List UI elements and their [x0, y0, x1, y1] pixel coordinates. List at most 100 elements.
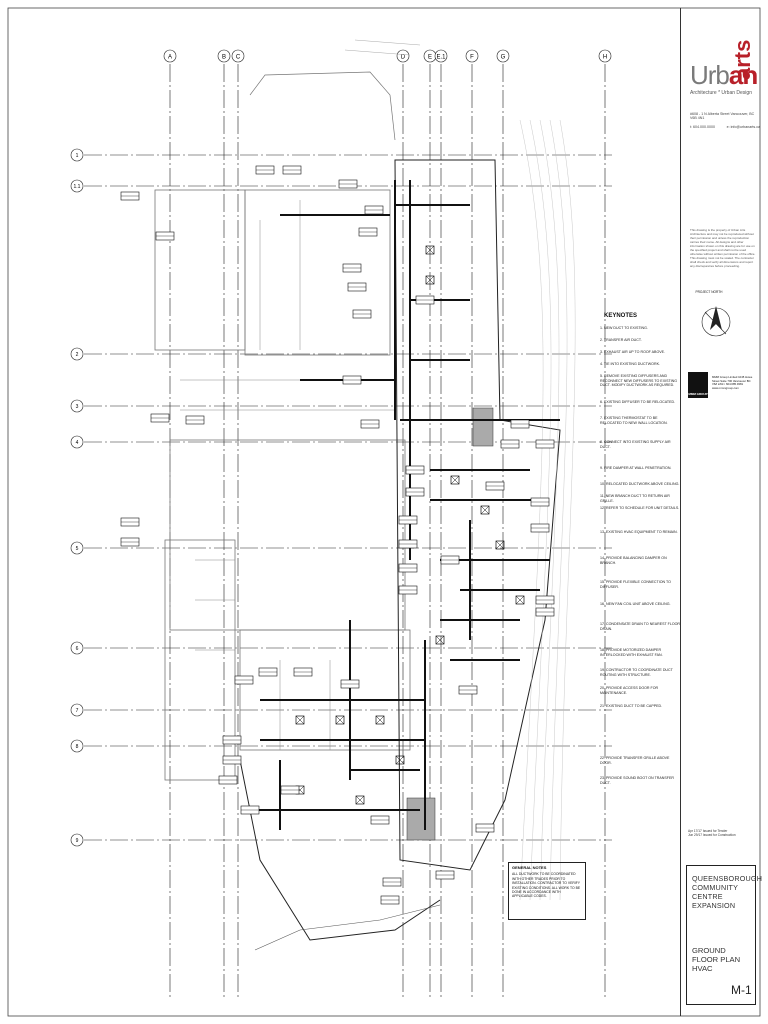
- sheet-title: GROUND FLOOR PLAN HVAC: [692, 946, 740, 973]
- east-addition-outline: [394, 159, 561, 871]
- diffuser-x: [480, 505, 490, 515]
- diffuser-x: [495, 540, 505, 550]
- diffuser-x: [425, 245, 435, 255]
- site-contour: [549, 119, 568, 901]
- project-title-line: COMMUNITY CENTRE: [692, 883, 738, 901]
- firm-contact: t: 604.000.0000 e: info@urbanarts.ca: [690, 125, 760, 129]
- keynote-item: 21. EXISTING DUCT TO BE CAPPED.: [600, 704, 663, 708]
- keynote-item: 9. FIRE DAMPER AT WALL PENETRATION.: [600, 466, 672, 470]
- north-arrow-line: [704, 311, 727, 335]
- grid-column-bubble: [465, 49, 479, 63]
- diffuser-x: [355, 795, 365, 805]
- grid-column-label: C: [236, 55, 241, 61]
- site-contour: [539, 119, 560, 901]
- keynote-item: 18. PROVIDE MOTORIZED DAMPER INTERLOCKED…: [600, 648, 663, 657]
- project-title-line: QUEENSBOROUGH: [692, 874, 763, 883]
- grid-row-label: 7: [76, 708, 79, 714]
- logo-urban-text: Urban: [690, 60, 758, 91]
- diffuser: [480, 505, 490, 515]
- diffuser-x: [450, 475, 460, 485]
- revision-list: Apr 17/17 Issued for Tender Jun 29/17 Is…: [688, 829, 736, 837]
- general-notes-title: GENERAL NOTES: [512, 865, 547, 870]
- grid-row-label: 4: [76, 440, 79, 446]
- grid-column-label: D: [401, 55, 406, 61]
- general-notes-text: ALL DUCTWORK TO BE COORDINATED WITH OTHE…: [512, 872, 581, 899]
- grid-row-label: 2: [76, 352, 79, 358]
- grid-row-label: 5: [76, 546, 79, 552]
- keynote-item: 16. NEW FAN COIL UNIT ABOVE CEILING.: [600, 602, 671, 606]
- building-outline: [154, 39, 576, 951]
- firm-phone: t: 604.000.0000: [690, 125, 715, 129]
- west-wing-rooms: [154, 189, 246, 351]
- keynote-item: 12. REFER TO SCHEDULE FOR UNIT DETAILS.: [600, 506, 680, 510]
- keynote-item: 6. EXISTING DIFFUSER TO BE RELOCATED.: [600, 400, 676, 404]
- diffuser: [395, 755, 405, 765]
- title-block: [680, 8, 760, 1016]
- north-label: PROJECT NORTH: [695, 290, 723, 294]
- grid-column-bubble: [231, 49, 245, 63]
- diffuser: [425, 275, 435, 285]
- diffuser-x: [295, 715, 305, 725]
- keynote-item: 23. PROVIDE SOUND BOOT ON TRANSFER DUCT.: [600, 776, 674, 785]
- grid-column-label: F: [470, 55, 474, 61]
- keynote-item: 10. RELOCATED DUCTWORK ABOVE CEILING.: [600, 482, 680, 486]
- west-service-rooms: [164, 539, 236, 781]
- grid-row-label: 3: [76, 404, 79, 410]
- grid-row-bubble: [70, 435, 84, 449]
- grid-row-label: 1.1: [74, 184, 81, 190]
- logo-tagline: Architecture * Urban Design: [690, 90, 752, 96]
- keynote-item: 8. CONNECT INTO EXISTING SUPPLY AIR DUCT…: [600, 440, 671, 449]
- diffuser-x: [425, 275, 435, 285]
- engineer-name: MMM GROUP: [688, 392, 708, 396]
- central-hall: [169, 439, 406, 631]
- grid-column-bubble: [217, 49, 231, 63]
- diffuser-x: [395, 755, 405, 765]
- south-terrace: [254, 904, 441, 951]
- grid-row-label: 9: [76, 838, 79, 844]
- south-addition-outline: [239, 759, 441, 941]
- grid-row-bubble: [70, 399, 84, 413]
- site-contour: [529, 119, 552, 901]
- sheet-title-line: HVAC: [692, 964, 713, 973]
- diffuser: [450, 475, 460, 485]
- keynote-item: 17. CONDENSATE DRAIN TO NEAREST FLOOR DR…: [600, 622, 681, 631]
- diffuser: [435, 635, 445, 645]
- gym-room: [244, 189, 391, 356]
- grid-row-bubble: [70, 347, 84, 361]
- site-contour: [559, 119, 576, 901]
- keynote-item: 2. TRANSFER AIR DUCT.: [600, 338, 642, 342]
- sheet-title-line: FLOOR PLAN: [692, 955, 741, 964]
- grid-column-label: G: [501, 55, 506, 61]
- grid-column-bubble: [396, 49, 410, 63]
- grid-row-label: 8: [76, 744, 79, 750]
- project-title-block: QUEENSBOROUGH COMMUNITY CENTRE EXPANSION…: [686, 865, 762, 1005]
- site-contour: [344, 39, 421, 56]
- grid-column-bubble: [598, 49, 612, 63]
- diffuser: [355, 795, 365, 805]
- project-title-line: EXPANSION: [692, 901, 736, 910]
- diffuser-x: [375, 715, 385, 725]
- keynote-item: 11. NEW BRANCH DUCT TO RETURN AIR GRILLE…: [600, 494, 670, 503]
- south-rooms: [239, 629, 411, 751]
- keynote-item: 5. REMOVE EXISTING DIFFUSERS AND RECONNE…: [600, 374, 678, 388]
- grid-column-bubble: [163, 49, 177, 63]
- engineer-logo-icon: [688, 372, 708, 398]
- sheet-number: M-1: [731, 983, 752, 997]
- firm-address: #608 - 1 N Alberta Street Vancouver, BC …: [690, 112, 755, 120]
- grid-row-label: 1: [76, 153, 79, 159]
- keynote-item: 15. PROVIDE FLEXIBLE CONNECTION TO DIFFU…: [600, 580, 671, 589]
- grid-row-bubble: [70, 833, 84, 847]
- diffuser-x: [515, 595, 525, 605]
- project-title: QUEENSBOROUGH COMMUNITY CENTRE EXPANSION: [692, 874, 762, 910]
- site-contour: [519, 119, 544, 901]
- mech-shaft: [406, 797, 436, 841]
- ductwork: [255, 180, 560, 830]
- keynote-item: 19. CONTRACTOR TO COORDINATE DUCT ROUTIN…: [600, 668, 673, 677]
- grid-row-bubble: [70, 641, 84, 655]
- sheet-border: [7, 7, 761, 1017]
- diffuser: [425, 245, 435, 255]
- grid-column-label: E: [428, 55, 432, 61]
- grid-row-bubble: [70, 179, 84, 193]
